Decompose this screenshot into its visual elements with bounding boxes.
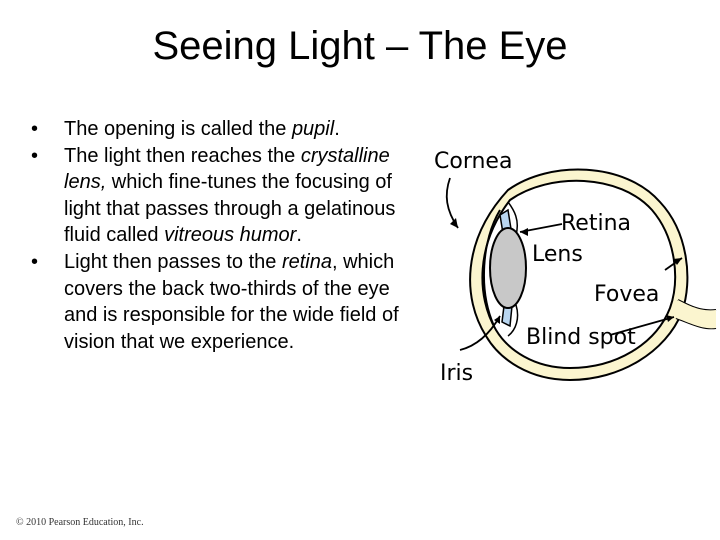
bullet-list: • The opening is called the pupil. • The l… bbox=[30, 116, 410, 355]
bullet-dot: • bbox=[31, 250, 39, 273]
bullet-text: The opening is called the pupil. bbox=[64, 118, 340, 140]
bullet-item: • Light then passes to the retina, which … bbox=[30, 249, 410, 355]
bullet-item: • The light then reaches the crystalline … bbox=[30, 143, 410, 249]
text-run: Light then passes to the bbox=[64, 250, 282, 273]
text-run: which fine-tunes the focusing of light t… bbox=[64, 171, 396, 247]
optic-nerve-fill bbox=[676, 300, 716, 329]
label-retina: Retina bbox=[561, 211, 631, 236]
text-run: . bbox=[296, 224, 302, 247]
copyright-notice: © 2010 Pearson Education, Inc. bbox=[16, 517, 144, 528]
text-run: The light then reaches the bbox=[64, 144, 301, 167]
ciliary-lower bbox=[507, 304, 519, 337]
bullet-item: • The opening is called the pupil. bbox=[30, 116, 410, 143]
label-blind-spot: Blind spot bbox=[526, 325, 636, 350]
slide-title: Seeing Light – The Eye bbox=[152, 24, 568, 68]
arrow-heads bbox=[450, 218, 682, 324]
bullet-dot: • bbox=[31, 118, 39, 140]
bullet-text: Light then passes to the retina, which c… bbox=[64, 251, 399, 353]
eye-diagram: Cornea Retina Lens Fovea Blind spot Iris bbox=[434, 149, 717, 386]
label-iris: Iris bbox=[440, 361, 473, 386]
italic-term: crystalline lens, bbox=[64, 144, 390, 194]
sclera-inner bbox=[481, 179, 677, 370]
lens-shape bbox=[489, 227, 527, 309]
italic-term: pupil bbox=[291, 118, 335, 140]
label-fovea: Fovea bbox=[594, 282, 659, 307]
bullet-dot: • bbox=[31, 144, 39, 167]
text-run: The opening is called the bbox=[64, 118, 292, 140]
label-lens: Lens bbox=[532, 242, 583, 267]
cornea-shape bbox=[482, 209, 501, 327]
text-run: , which covers the back two-thirds of th… bbox=[64, 250, 399, 353]
bullet-text: The light then reaches the crystalline l… bbox=[64, 145, 395, 247]
italic-term: vitreous humor bbox=[164, 224, 297, 247]
text-run: . bbox=[334, 118, 340, 140]
label-cornea: Cornea bbox=[434, 149, 512, 174]
italic-term: retina bbox=[281, 250, 332, 273]
